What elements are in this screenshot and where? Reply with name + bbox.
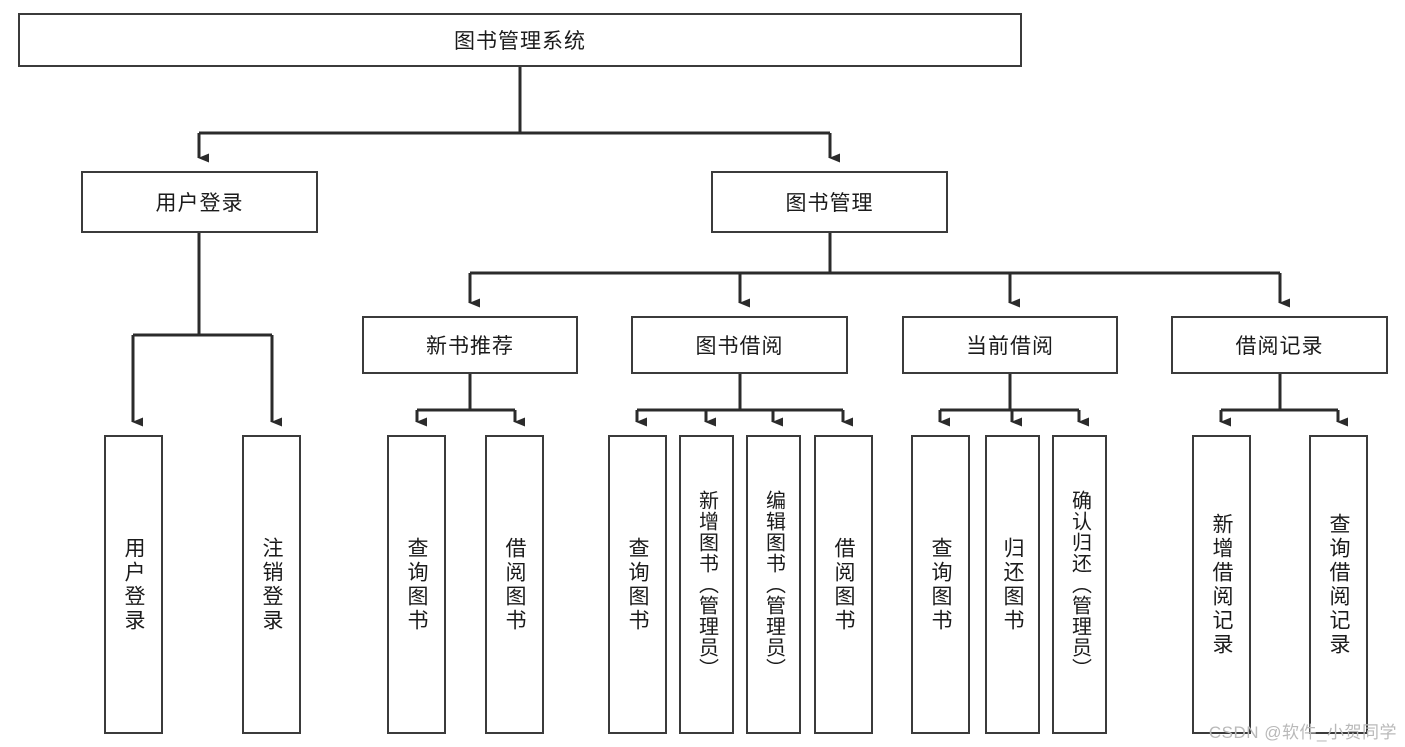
leaf-node[interactable]: 借阅图书	[485, 435, 544, 734]
node-label: 注销登录	[260, 536, 283, 633]
level2-node[interactable]: 图书管理	[711, 171, 948, 233]
leaf-node[interactable]: 注销登录	[242, 435, 301, 734]
level3-node[interactable]: 新书推荐	[362, 316, 578, 374]
watermark-text: CSDN @软件_小贺同学	[1208, 723, 1397, 742]
node-label: 新增图书（管理员）	[695, 490, 718, 679]
node-label: 用户登录	[155, 192, 244, 215]
level3-node[interactable]: 当前借阅	[902, 316, 1118, 374]
root-node[interactable]: 图书管理系统	[18, 13, 1022, 67]
leaf-node[interactable]: 查询图书	[387, 435, 446, 734]
node-label: 借阅图书	[832, 536, 855, 633]
leaf-node[interactable]: 查询图书	[911, 435, 970, 734]
node-label: 查询图书	[405, 536, 428, 633]
node-label: 当前借阅	[966, 335, 1054, 358]
node-label: 查询图书	[626, 536, 649, 633]
node-label: 图书管理系统	[454, 30, 586, 53]
node-label: 借阅图书	[503, 536, 526, 633]
leaf-node[interactable]: 新增图书（管理员）	[679, 435, 734, 734]
leaf-node[interactable]: 借阅图书	[814, 435, 873, 734]
node-label: 归还图书	[1001, 536, 1024, 633]
leaf-node[interactable]: 用户登录	[104, 435, 163, 734]
node-label: 确认归还（管理员）	[1068, 490, 1091, 679]
leaf-node[interactable]: 查询借阅记录	[1309, 435, 1368, 734]
node-label: 图书借阅	[695, 335, 784, 358]
leaf-node[interactable]: 编辑图书（管理员）	[746, 435, 801, 734]
leaf-node[interactable]: 归还图书	[985, 435, 1040, 734]
node-label: 用户登录	[122, 536, 145, 633]
leaf-node[interactable]: 新增借阅记录	[1192, 435, 1251, 734]
leaf-node[interactable]: 查询图书	[608, 435, 667, 734]
leaf-node[interactable]: 确认归还（管理员）	[1052, 435, 1107, 734]
node-label: 查询图书	[929, 536, 952, 633]
node-label: 借阅记录	[1235, 335, 1324, 358]
node-label: 图书管理	[785, 192, 874, 215]
level2-node[interactable]: 用户登录	[81, 171, 318, 233]
level3-node[interactable]: 图书借阅	[631, 316, 848, 374]
node-label: 编辑图书（管理员）	[762, 490, 785, 679]
level3-node[interactable]: 借阅记录	[1171, 316, 1388, 374]
node-label: 查询借阅记录	[1327, 512, 1350, 657]
node-label: 新书推荐	[426, 335, 514, 358]
node-label: 新增借阅记录	[1210, 512, 1233, 657]
